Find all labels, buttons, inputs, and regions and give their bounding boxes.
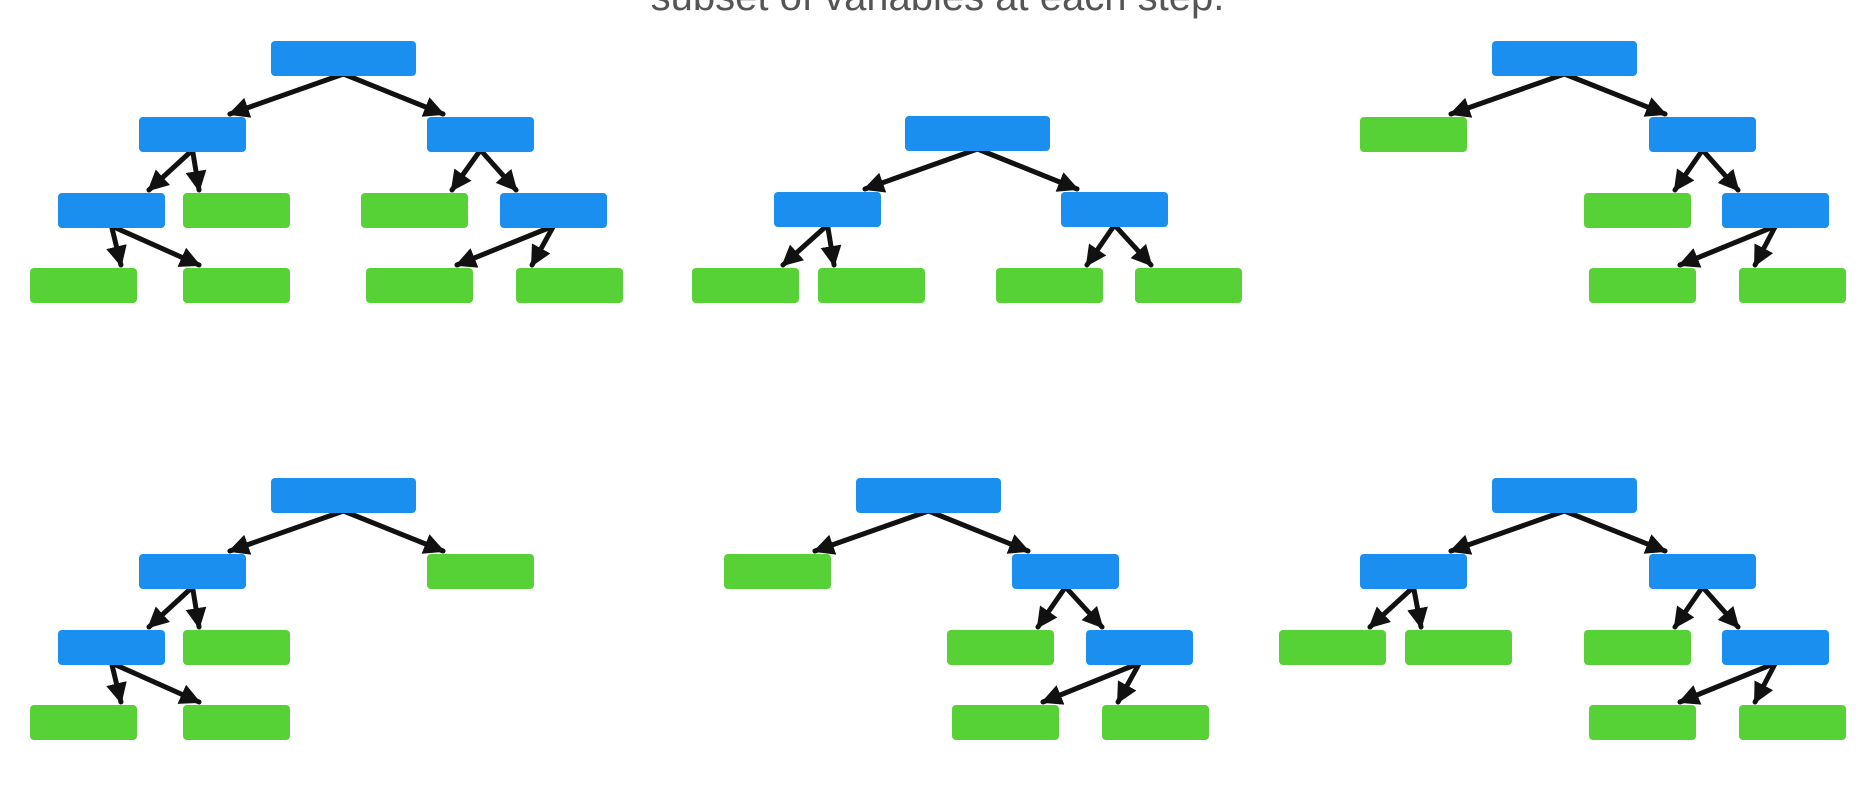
leaf-node-rrl [1589, 268, 1696, 303]
arrow-r-to-rt [926, 508, 1031, 554]
arrow-r-to-l [227, 508, 346, 555]
arrow-l-to-ll [780, 222, 830, 268]
arrow-l-to-lr [820, 222, 842, 268]
arrow-r-to-rt [1562, 71, 1668, 117]
leaf-node-rl [1584, 630, 1691, 665]
arrow-r-to-rt [341, 508, 446, 554]
leaf-node-rl [996, 268, 1103, 303]
leaf-node-rr [1135, 268, 1242, 303]
arrow-rt-to-rl [1672, 147, 1705, 193]
leaf-node-lr [1405, 630, 1512, 665]
leaf-node-rrl [366, 268, 473, 303]
arrow-rt-to-rr [1700, 584, 1741, 630]
decision-node-l [139, 554, 246, 589]
arrow-rr-to-rrl [1040, 660, 1142, 705]
decision-node-rr [1722, 193, 1829, 228]
arrow-rr-to-rrr [1115, 660, 1142, 705]
arrow-r-to-l [1448, 508, 1567, 555]
leaf-node-rrr [1739, 705, 1846, 740]
arrow-rt-to-rl [1672, 584, 1705, 630]
arrow-rr-to-rrl [454, 223, 556, 268]
arrow-r-to-l [812, 508, 931, 555]
arrow-r-to-rt [1562, 508, 1668, 554]
leaf-node-l [1360, 117, 1467, 152]
decision-node-r [1492, 478, 1637, 513]
arrow-rt-to-rl [1035, 584, 1068, 630]
leaf-node-llr [183, 705, 290, 740]
decision-node-l [774, 192, 881, 227]
tree-3 [1360, 41, 1846, 303]
decision-node-ll [58, 630, 165, 665]
arrow-rt-to-rl [1084, 222, 1117, 268]
leaf-node-rrr [1102, 705, 1209, 740]
caption-text: subset of variables at each step. [0, 0, 1875, 20]
tree-5 [724, 478, 1209, 740]
arrow-rr-to-rrl [1677, 660, 1778, 705]
tree-1 [30, 41, 623, 303]
decision-node-rt [1012, 554, 1119, 589]
arrow-rt-to-rr [478, 147, 519, 193]
leaf-node-rrr [516, 268, 623, 303]
leaf-node-ll [1279, 630, 1386, 665]
tree-6 [1279, 478, 1846, 740]
arrow-ll-to-llr [109, 223, 202, 268]
decision-node-l [1360, 554, 1467, 589]
decision-node-rr [1086, 630, 1193, 665]
arrow-rt-to-rl [449, 147, 483, 193]
decision-node-rt [1649, 117, 1756, 152]
arrow-ll-to-lll [106, 660, 127, 705]
arrow-r-to-l [1448, 71, 1567, 118]
leaf-node-rrr [1739, 268, 1846, 303]
decision-node-l [139, 117, 246, 152]
leaf-node-l [724, 554, 831, 589]
decision-node-rt [427, 117, 534, 152]
arrow-l-to-lr [185, 584, 207, 630]
leaf-node-llr [183, 268, 290, 303]
decision-node-r [1492, 41, 1637, 76]
leaf-node-rl [361, 193, 468, 228]
decision-node-rr [1722, 630, 1829, 665]
arrow-r-to-l [227, 71, 346, 118]
leaf-node-rrl [952, 705, 1059, 740]
arrow-l-to-lr [1407, 584, 1428, 630]
leaf-node-rl [947, 630, 1054, 665]
decision-node-ll [58, 193, 165, 228]
arrow-rr-to-rrr [1752, 223, 1778, 268]
arrow-rt-to-rr [1700, 147, 1741, 193]
arrow-l-to-ll [146, 584, 195, 630]
decision-node-r [271, 41, 416, 76]
arrow-r-to-rt [975, 146, 1080, 192]
arrow-rr-to-rrl [1677, 223, 1778, 268]
leaf-node-lll [30, 705, 137, 740]
arrow-rt-to-rr [1112, 222, 1154, 268]
arrow-ll-to-lll [106, 223, 127, 268]
decision-node-r [905, 116, 1050, 151]
arrow-l-to-ll [146, 147, 195, 193]
decision-node-r [271, 478, 416, 513]
arrow-rr-to-rrr [1752, 660, 1778, 705]
leaf-node-lr [818, 268, 925, 303]
tree-4 [30, 478, 534, 740]
leaf-node-lll [30, 268, 137, 303]
leaf-node-rl [1584, 193, 1691, 228]
arrow-rt-to-rr [1063, 584, 1105, 630]
leaf-node-rrl [1589, 705, 1696, 740]
decision-node-rt [1649, 554, 1756, 589]
leaf-node-lr [183, 193, 290, 228]
decision-node-rt [1061, 192, 1168, 227]
decision-node-rr [500, 193, 607, 228]
arrow-r-to-l [862, 146, 980, 193]
leaf-node-lr [183, 630, 290, 665]
arrow-rr-to-rrr [529, 223, 556, 268]
tree-2 [692, 116, 1242, 303]
arrow-l-to-ll [1367, 584, 1416, 630]
arrow-l-to-lr [185, 147, 207, 193]
leaf-node-rt [427, 554, 534, 589]
decision-node-r [856, 478, 1001, 513]
arrow-r-to-rt [341, 71, 446, 117]
leaf-node-ll [692, 268, 799, 303]
arrow-ll-to-llr [109, 660, 202, 705]
